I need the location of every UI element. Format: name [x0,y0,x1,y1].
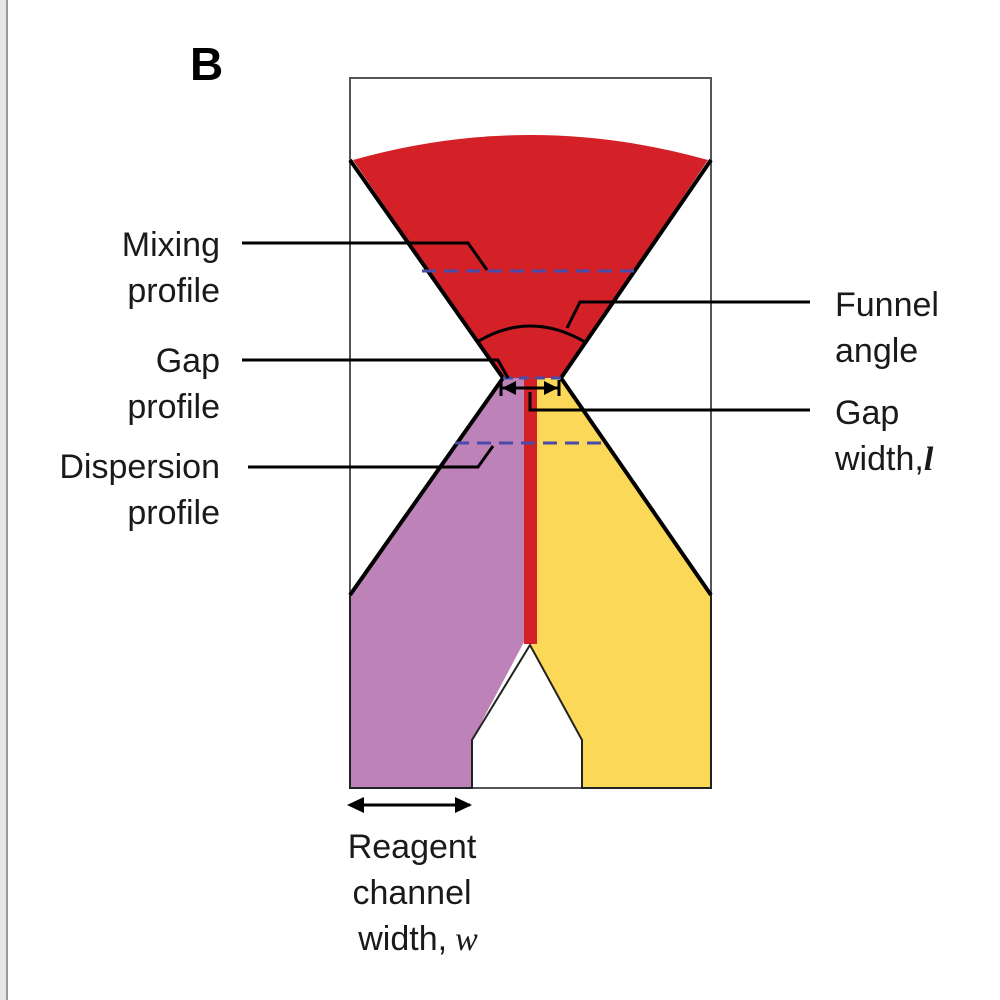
gap-width-label-line1: Gap [835,394,899,432]
gap-profile-label-line1: Gap [156,342,220,380]
gap-profile-leader [242,358,510,379]
arrowhead-right [544,381,558,395]
panel-label: B [190,38,223,90]
arrowhead-right [455,797,472,813]
funnel-angle-label-line2: angle [835,332,918,370]
mixing-profile-label-line2: profile [127,272,220,310]
dispersion-profile-label-line2: profile [127,494,220,532]
reagent-width-label-text: width, [357,920,447,958]
reagent-channel-left [350,378,524,788]
window-frame-border [6,0,8,1000]
window-frame-left [0,0,6,1000]
arrowhead-left [502,381,516,395]
central-stream [524,378,537,644]
mixing-profile-leader [242,241,489,271]
gap-width-symbol: l [924,441,934,478]
chip-outline [349,77,712,789]
mixing-funnel [353,135,708,378]
mixing-profile-label-line1: Mixing [122,226,220,264]
gap-width-label-text: width, [834,440,924,478]
channel-outline [349,595,712,789]
funnel-angle-leader [565,300,810,329]
gap-width-leader [528,392,810,412]
gap-width-label-line2: width,l [834,440,934,478]
arrowhead-left [347,797,364,813]
dispersion-profile-leader [248,445,495,469]
reagent-width-symbol: w [455,921,478,958]
funnel-angle-arc [476,324,586,344]
funnel-angle-label-line1: Funnel [835,286,939,324]
reagent-width-label-line1: Reagent [348,828,477,866]
reagent-width-label-line3: width,w [357,920,478,958]
gap-profile-label-line2: profile [127,388,220,426]
reagent-width-label-line2: channel [352,874,471,912]
reagent-channel-right [530,378,711,788]
dispersion-profile-label-line1: Dispersion [59,448,220,486]
